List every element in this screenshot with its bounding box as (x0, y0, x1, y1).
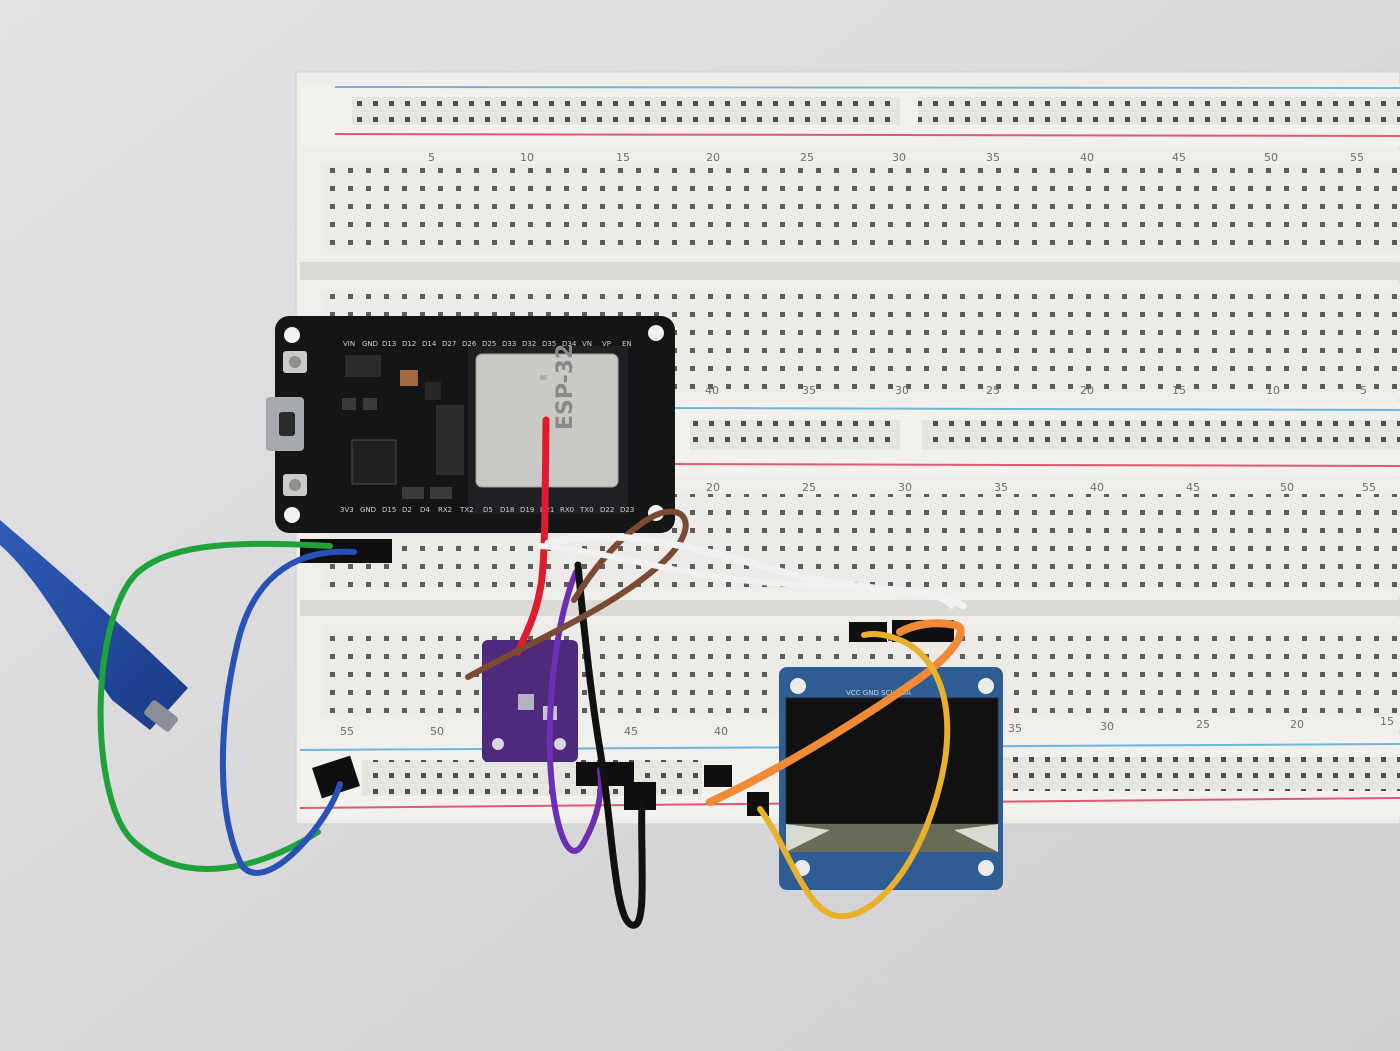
row-number: 40 (705, 384, 719, 397)
pin-label: D15 (382, 506, 396, 514)
pin-label: D34 (562, 340, 577, 348)
green-wire (97, 540, 333, 872)
row-number: 45 (1186, 481, 1200, 494)
pin-label: D22 (600, 506, 614, 514)
pin-label: D27 (442, 340, 456, 348)
row-number: 35 (986, 151, 1000, 164)
usb-connector (144, 700, 178, 732)
row-number: 25 (986, 384, 1000, 397)
blue-wire (219, 548, 357, 876)
row-number: 5 (428, 151, 435, 164)
oled-display: VCC GND SCL SDA (779, 667, 1003, 890)
top-row-numbers: 5 10 15 20 25 30 35 40 45 50 55 (428, 151, 1364, 164)
pin-label: RX0 (560, 506, 574, 514)
row-number: 25 (1196, 718, 1210, 731)
row-number: 45 (1172, 151, 1186, 164)
bottom-row-numbers: 55 50 45 40 35 30 25 20 15 (340, 715, 1394, 738)
row-number: 50 (430, 725, 444, 738)
lower-row-numbers: 20 25 30 35 40 45 50 55 (706, 481, 1376, 494)
usb-uart-chip (351, 439, 397, 485)
black-wire (574, 561, 646, 929)
row-number: 40 (714, 725, 728, 738)
row-number: 10 (520, 151, 534, 164)
pin-label: D13 (382, 340, 396, 348)
row-number: 25 (800, 151, 814, 164)
middle-row-numbers: 40 35 30 25 20 15 10 5 (705, 384, 1367, 397)
pin-label: D18 (500, 506, 514, 514)
pin-label: D14 (422, 340, 437, 348)
pin-label: D19 (520, 506, 534, 514)
row-number: 45 (624, 725, 638, 738)
pin-label: RX2 (438, 506, 452, 514)
row-number: 30 (892, 151, 906, 164)
pin-label: D35 (542, 340, 556, 348)
row-number: 35 (802, 384, 816, 397)
white-wire-2 (537, 543, 955, 609)
row-number: 40 (1090, 481, 1104, 494)
pin-label: D2 (402, 506, 412, 514)
pin-label: D26 (462, 340, 477, 348)
pin-label: GND (362, 340, 378, 348)
purple-wire (546, 569, 604, 854)
row-number: 20 (1080, 384, 1094, 397)
row-number: 10 (1266, 384, 1280, 397)
pin-label: GND (360, 506, 376, 514)
row-number: 40 (1080, 151, 1094, 164)
brown-wire (465, 508, 689, 680)
yellow-wire (757, 631, 951, 920)
pin-label: VP (602, 340, 611, 348)
pin-label: 3V3 (340, 506, 354, 514)
row-number: 55 (1350, 151, 1364, 164)
esp32-board: ESP-32 RF VIN GND D13 D12 D14 D27 D26 D2… (266, 316, 675, 533)
pin-label: TX0 (579, 506, 594, 514)
row-number: 50 (1264, 151, 1278, 164)
row-number: 15 (616, 151, 630, 164)
oled-screen (785, 697, 999, 825)
esp32-bottom-pins: 3V3 GND D15 D2 D4 RX2 TX2 D5 D18 D19 D21… (340, 506, 634, 514)
pin-label: EN (622, 340, 632, 348)
jumper-wires (97, 416, 967, 929)
usb-cable (0, 520, 188, 730)
row-number: 15 (1380, 715, 1394, 728)
pin-label: D32 (522, 340, 536, 348)
row-number: 55 (340, 725, 354, 738)
pin-label: TX2 (459, 506, 474, 514)
row-number: 55 (1362, 481, 1376, 494)
pin-label: D25 (482, 340, 496, 348)
sensor-module (482, 640, 578, 762)
esp32-top-pins: VIN GND D13 D12 D14 D27 D26 D25 D33 D32 … (343, 340, 632, 348)
pin-label: VIN (343, 340, 355, 348)
pin-label: D5 (483, 506, 493, 514)
row-number: 50 (1280, 481, 1294, 494)
row-number: 35 (1008, 722, 1022, 735)
module-rf-label: RF (540, 375, 548, 382)
red-wire (514, 416, 550, 656)
pin-label: D12 (402, 340, 416, 348)
oled-pin-labels: VCC GND SCL SDA (846, 689, 911, 697)
orange-wire (706, 619, 965, 806)
pin-label: D23 (620, 506, 634, 514)
row-number: 30 (895, 384, 909, 397)
row-number: 35 (994, 481, 1008, 494)
row-number: 25 (802, 481, 816, 494)
row-number: 30 (898, 481, 912, 494)
row-number: 20 (706, 481, 720, 494)
esp32-module-label: ESP-32 (553, 344, 578, 430)
row-number: 20 (706, 151, 720, 164)
pin-label: VN (582, 340, 592, 348)
row-number: 20 (1290, 718, 1304, 731)
row-number: 30 (1100, 720, 1114, 733)
row-number: 15 (1172, 384, 1186, 397)
pin-label: D33 (502, 340, 516, 348)
row-number: 5 (1360, 384, 1367, 397)
pin-label: D4 (420, 506, 430, 514)
